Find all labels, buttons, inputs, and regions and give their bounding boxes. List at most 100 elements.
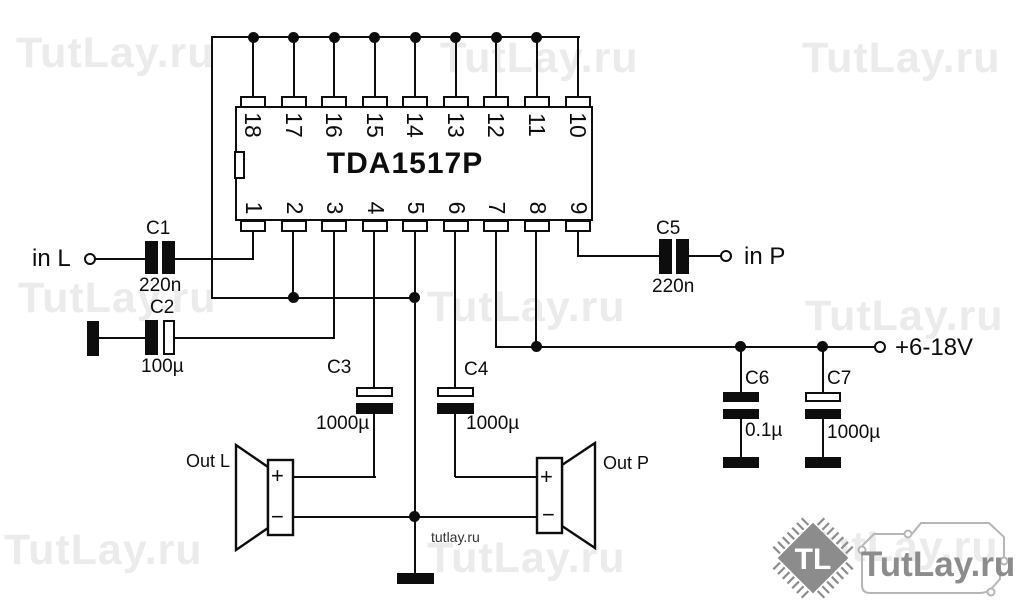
ic-pin-number-bottom: 7	[484, 201, 510, 215]
ic-pin-number-top: 13	[442, 112, 469, 138]
junction-dot	[247, 32, 259, 43]
watermark-text: TutLay.ru	[18, 274, 217, 322]
logo-chip-pin	[826, 580, 835, 590]
label-c4-value: 1000µ	[466, 413, 520, 434]
speaker-right	[535, 440, 597, 551]
ic-pin-number-top: 17	[280, 112, 307, 138]
ic-pin-number-bottom: 1	[241, 201, 267, 215]
label-c4-ref: C4	[464, 359, 489, 380]
logo-chip-pin	[840, 541, 849, 550]
wire-pin5	[414, 231, 416, 518]
watermark-text: TutLay.ru	[802, 34, 1001, 82]
logo-chip-pin	[816, 590, 826, 599]
logo-chip-pin	[816, 517, 826, 526]
ic-pin-stub-bottom	[442, 220, 469, 232]
watermark-text: TutLay.ru	[805, 292, 1004, 340]
logo-chip-pin	[796, 522, 805, 531]
junction-dot	[328, 32, 340, 43]
wire-pin9	[577, 231, 579, 257]
ground-symbol-main	[397, 573, 434, 584]
ic-pin-stub-bottom	[280, 220, 307, 232]
ic-notch	[234, 151, 245, 179]
label-c3-value: 1000µ	[316, 413, 370, 434]
logo-chip-pin	[772, 545, 781, 555]
label-c2-value: 100µ	[141, 356, 184, 377]
speaker-right-minus: −	[542, 502, 555, 527]
ic-pin-number-bottom: 9	[566, 201, 592, 215]
wire-to-ground	[414, 517, 416, 574]
logo-chip-pin	[826, 526, 835, 536]
wire-top-pin	[454, 36, 457, 97]
ic-pin-stub-bottom	[523, 220, 550, 232]
wire-feedback	[212, 297, 417, 299]
label-c2-ref: C2	[150, 297, 175, 318]
label-out-p: Out P	[603, 453, 650, 473]
wire-pin1	[252, 231, 254, 260]
ic-pin-stub-bottom	[240, 220, 266, 232]
logo-chip-pin	[791, 526, 800, 536]
wire-pin2	[292, 231, 294, 299]
speaker-right-plus: +	[540, 464, 553, 489]
ground-symbol-c7	[805, 457, 841, 468]
wire-c5-inp	[689, 255, 723, 257]
ground-symbol-c2	[87, 321, 99, 356]
wire-c7-top	[822, 347, 824, 393]
c2-plate	[145, 320, 158, 355]
wire-top-pin	[495, 36, 497, 97]
logo-chip-pin	[772, 561, 781, 571]
junction-dot	[288, 292, 299, 303]
logo-chip-pin	[835, 536, 845, 545]
ground-symbol-c6	[723, 457, 759, 468]
ic-pin-number-top: 12	[483, 112, 509, 138]
junction-dot	[531, 32, 542, 43]
junction-dot	[450, 32, 461, 43]
wire-gnd-c2	[98, 337, 147, 339]
c5-plate	[659, 239, 672, 274]
c1-plate	[162, 241, 175, 274]
tutlay-logo: TL TutLay.ru	[772, 517, 1015, 599]
wire-left-bus	[211, 36, 213, 299]
ic-pin-number-top: 10	[565, 112, 591, 138]
wire-top-pin	[535, 36, 538, 97]
logo-chip-pins	[772, 517, 854, 599]
wire-c6-bot	[740, 417, 742, 458]
logo-chip-pin	[831, 576, 840, 585]
label-c3-ref: C3	[327, 357, 352, 378]
junction-dot	[409, 511, 420, 522]
c5-plate	[676, 239, 689, 274]
speaker-left	[234, 442, 295, 553]
c4-plate-positive	[437, 387, 474, 397]
c3-plate-positive	[356, 387, 393, 397]
wire-supply-rail	[495, 346, 881, 348]
wire-inl-c1	[95, 258, 146, 260]
logo-chip-pin	[800, 590, 810, 599]
c3-plate	[356, 403, 393, 414]
logo-chip-pin	[791, 580, 800, 590]
wire-top-pin	[292, 36, 295, 97]
logo-chip-pin	[796, 585, 805, 594]
logo-chip-pin	[835, 571, 845, 580]
watermark-text: TutLay.ru	[427, 283, 626, 331]
logo-chip-pin	[845, 545, 854, 555]
wire-top-pin	[252, 36, 254, 97]
label-supply: +6-18V	[895, 334, 974, 361]
ic-pin-number-bottom: 8	[524, 201, 551, 215]
label-c7-ref: C7	[827, 368, 852, 389]
label-c1-value: 220n	[139, 275, 182, 296]
logo-chip-pin	[845, 561, 854, 571]
wire-pin7	[495, 231, 497, 347]
logo-pcb-trace	[857, 522, 1009, 597]
junction-dot	[817, 341, 828, 352]
wire-c6-top	[740, 347, 742, 393]
terminal-in-p	[720, 250, 732, 262]
watermark-text: TutLay.ru	[440, 34, 639, 82]
junction-dot	[369, 32, 380, 43]
label-c7-value: 1000µ	[827, 422, 881, 443]
ic-pin-number-top: 11	[523, 113, 550, 137]
c2-plate-positive	[163, 320, 175, 355]
wire-pin9-c5	[577, 255, 661, 257]
c6-plate	[723, 392, 759, 402]
wire-pin3	[333, 231, 335, 339]
ic-pin-number-bottom: 4	[362, 201, 389, 215]
